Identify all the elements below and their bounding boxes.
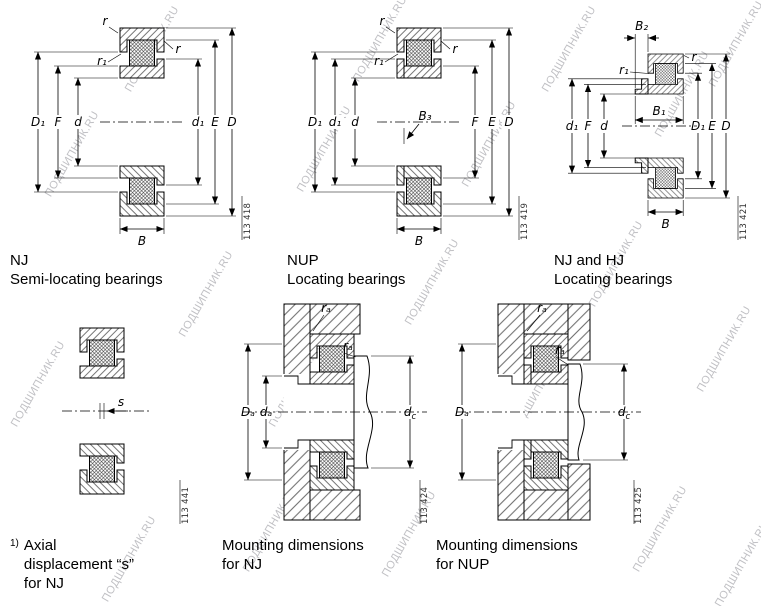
dim-label-d1: d₁ xyxy=(329,115,342,129)
hj-angle-ring xyxy=(634,157,649,174)
caption-line: for NJ xyxy=(23,575,64,592)
figure-number: 113 441 xyxy=(179,480,191,524)
caption-line: Axial xyxy=(23,537,57,554)
caption-line: Locating bearings xyxy=(287,271,406,288)
panel-nup-drawing: D₁ d₁ d F E D B₃ B r r r₁ xyxy=(285,12,535,254)
svg-text:113 424: 113 424 xyxy=(420,487,430,524)
dim-label-ra: rₐ xyxy=(321,301,331,315)
dim-label-B1: B₁ xyxy=(652,104,665,118)
shaft-shoulder xyxy=(284,375,310,449)
caption-line: Mounting dimensions xyxy=(222,537,364,554)
dim-label-D: D xyxy=(227,115,236,129)
caption-nj-hj: NJ and HJ Locating bearings xyxy=(554,251,672,289)
caption-nup: NUP Locating bearings xyxy=(287,251,405,289)
dimension-labels: D₁ d₁ d F E D B₃ B r r r₁ xyxy=(306,14,516,248)
watermark-text: ПОДШИПНИК.RU xyxy=(694,304,754,394)
dim-label-ra: rₐ xyxy=(537,301,547,315)
caption-nj: NJ Semi-locating bearings xyxy=(10,251,163,289)
dim-label-r: r xyxy=(176,42,182,56)
caption-mounting-nj: Mounting dimensions for NJ xyxy=(222,536,364,574)
dim-label-D: D xyxy=(504,115,513,129)
dim-label-B2: B₂ xyxy=(635,19,648,33)
dimension-labels: d₁ F d D₁ E D B₂ B₁ B r r₁ xyxy=(563,19,733,231)
dim-label-r: r xyxy=(453,42,459,56)
dim-label-D1: D₁ xyxy=(31,115,45,129)
dim-label-E: E xyxy=(488,115,496,129)
dim-label-r1: r₁ xyxy=(374,54,384,68)
figure-number: 113 419 xyxy=(518,196,530,240)
panel-mounting-nj-drawing: Dₐ dₐ dc rₐ rₐ 113 424 xyxy=(222,298,434,538)
hj-angle-ring xyxy=(634,78,649,95)
dim-label-d: d xyxy=(351,115,359,129)
dim-label-B: B xyxy=(415,234,423,248)
svg-text:113 425: 113 425 xyxy=(634,487,644,524)
footnote-marker: 1) xyxy=(10,538,19,549)
figure-number: 113 421 xyxy=(737,196,749,240)
dim-label-r: r xyxy=(380,14,386,28)
dim-label-D1: D₁ xyxy=(308,115,322,129)
dim-label-D: D xyxy=(721,119,730,133)
caption-line: Locating bearings xyxy=(554,271,673,288)
panel-nj-hj-drawing: d₁ F d D₁ E D B₂ B₁ B r r₁ xyxy=(552,12,757,254)
dim-label-s: s xyxy=(118,395,124,409)
shaft-shoulder xyxy=(498,375,524,449)
dim-label-B: B xyxy=(138,234,146,248)
caption-line: displacement “s” xyxy=(23,556,134,573)
svg-text:113 419: 113 419 xyxy=(520,203,530,240)
panel-mounting-nup-drawing: Dₐ dc rₐ rₐ 113 425 xyxy=(436,298,648,538)
dimension-labels: D₁ F d d₁ E D B r r r₁ xyxy=(29,14,239,248)
dim-label-E: E xyxy=(708,119,716,133)
dim-label-d: d xyxy=(600,119,608,133)
dim-label-B3: B₃ xyxy=(418,109,431,123)
caption-axial-displacement: 1) Axial displacement “s” for NJ xyxy=(10,536,134,593)
caption-line: Mounting dimensions xyxy=(436,537,578,554)
figure-number: 113 425 xyxy=(633,480,644,524)
caption-line: NUP xyxy=(287,252,319,269)
figure-number: 113 424 xyxy=(419,480,430,524)
housing-section xyxy=(497,303,591,521)
figure-number: 113 418 xyxy=(241,196,253,240)
dim-label-D1: D₁ xyxy=(691,119,705,133)
dim-label-E: E xyxy=(211,115,219,129)
dim-label-B: B xyxy=(661,217,669,231)
dim-label-r1: r₁ xyxy=(97,54,107,68)
panel-nj-drawing: D₁ F d d₁ E D B r r r₁ xyxy=(8,12,258,254)
dim-label-F: F xyxy=(585,119,593,133)
caption-line: NJ xyxy=(10,252,29,269)
dim-label-r: r xyxy=(692,50,698,64)
svg-text:113 418: 113 418 xyxy=(243,203,253,240)
dim-label-F: F xyxy=(55,115,63,129)
caption-line: for NJ xyxy=(222,556,263,573)
dim-label-d: d xyxy=(74,115,82,129)
caption-line: for NUP xyxy=(436,556,490,573)
svg-text:113 441: 113 441 xyxy=(181,487,191,524)
dim-label-F: F xyxy=(472,115,480,129)
dim-label-r: r xyxy=(103,14,109,28)
dim-label-d1: d₁ xyxy=(192,115,205,129)
dim-label-ra: rₐ xyxy=(555,343,565,357)
displacement-detail: s xyxy=(99,395,128,419)
watermark-text: ПОДШИПНИК.RU xyxy=(712,519,761,606)
panel-axial-displacement-drawing: s 113 441 xyxy=(10,298,215,538)
caption-line: NJ and HJ xyxy=(554,252,625,269)
dim-label-ra: rₐ xyxy=(343,339,353,353)
svg-text:113 421: 113 421 xyxy=(739,203,749,240)
dim-label-d1: d₁ xyxy=(566,119,579,133)
caption-mounting-nup: Mounting dimensions for NUP xyxy=(436,536,578,574)
caption-line: Semi-locating bearings xyxy=(10,271,163,288)
dim-label-r1: r₁ xyxy=(619,63,629,77)
